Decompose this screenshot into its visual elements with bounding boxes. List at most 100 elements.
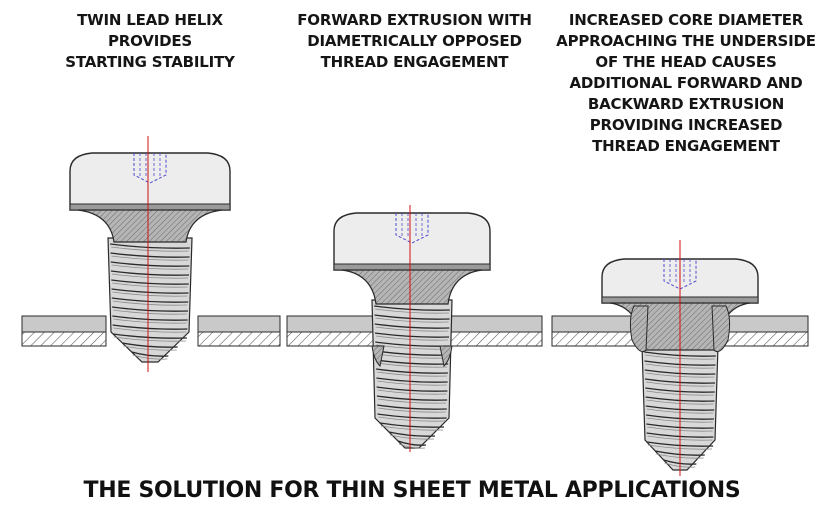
thread-shade <box>376 353 448 359</box>
sheet-lower-left <box>286 331 375 347</box>
caption-line: BACKWARD EXTRUSION <box>587 95 785 113</box>
thread-shade <box>375 326 449 332</box>
thread-line <box>376 395 448 401</box>
thread-line <box>111 279 189 285</box>
thread-shade <box>111 264 189 270</box>
sheet-upper-right <box>449 315 543 333</box>
sheet-lower-left <box>21 331 107 347</box>
thread-shade <box>380 425 444 431</box>
thread-line <box>377 413 447 419</box>
thread-shade <box>113 327 187 333</box>
thread-shade <box>378 416 446 422</box>
caption-line: THREAD ENGAGEMENT <box>320 53 509 71</box>
thread-shade <box>377 380 447 386</box>
caption-line: PROVIDING INCREASED <box>589 116 783 134</box>
thread-line <box>374 323 450 329</box>
hex-socket <box>133 153 167 184</box>
extrusion-neck <box>77 209 223 243</box>
caption-twin-lead-helix: TWIN LEAD HELIX PROVIDES STARTING STABIL… <box>55 10 245 73</box>
thread-line <box>110 252 190 258</box>
thread-shade <box>377 371 447 377</box>
thread-line <box>397 440 427 446</box>
thread-shade <box>111 246 189 252</box>
screw-3-core-diameter <box>551 240 809 476</box>
thread-shade <box>132 354 168 360</box>
thread-shade <box>111 273 189 279</box>
thread-line <box>374 332 450 338</box>
thread-line <box>374 305 450 311</box>
thread-shade <box>112 282 188 288</box>
screw-head <box>333 212 491 305</box>
sheet-lower-left <box>551 331 643 347</box>
thread-shade <box>375 317 449 323</box>
thread-line <box>375 368 448 374</box>
screw-shank <box>371 299 453 449</box>
thread-line <box>375 359 449 365</box>
footer-title: THE SOLUTION FOR THIN SHEET METAL APPLIC… <box>83 478 741 503</box>
thread-line <box>112 333 187 339</box>
thread-line <box>379 422 445 428</box>
thread-line <box>377 404 447 410</box>
sheet-upper-left <box>551 315 643 333</box>
screw-2-extrusion <box>286 205 543 452</box>
thread-shade <box>398 443 426 449</box>
caption-line: APPROACHING THE UNDERSIDE <box>556 32 816 50</box>
thread-shade <box>376 362 448 368</box>
extrusion-lip-left <box>629 305 649 353</box>
screw-shank <box>107 237 193 363</box>
head-outline <box>333 212 491 271</box>
sheet-upper-right <box>197 315 281 333</box>
thread-line <box>110 243 190 249</box>
screw-head <box>69 152 231 243</box>
caption-line: STARTING STABILITY <box>65 53 235 71</box>
caption-line: TWIN LEAD HELIX <box>77 11 223 29</box>
caption-line: THREAD ENGAGEMENT <box>592 137 780 155</box>
sheet-lower-right <box>721 331 809 347</box>
thread-shade <box>377 389 447 395</box>
thread-line <box>131 351 169 357</box>
thread-shade <box>111 255 189 261</box>
head-underside <box>69 203 231 211</box>
thread-line <box>110 261 190 267</box>
thread-shade <box>375 308 449 314</box>
sheet-lower-right <box>449 331 543 347</box>
thread-line <box>112 315 188 321</box>
hex-socket <box>663 259 697 290</box>
thread-shade <box>113 309 187 315</box>
caption-line: INCREASED CORE DIAMETER <box>568 11 804 29</box>
caption-line: ADDITIONAL FORWARD AND <box>569 74 803 92</box>
thread-shade <box>378 407 446 413</box>
head-outline <box>69 152 231 211</box>
caption-line: DIAMETRICALLY OPPOSED <box>307 32 522 50</box>
extrusion-lip-right <box>439 345 453 368</box>
thread-shade <box>112 291 188 297</box>
thread-line <box>111 306 188 312</box>
sheet-lower-right <box>197 331 281 347</box>
extrusion-lip-right <box>711 305 731 353</box>
thread-line <box>376 386 448 392</box>
thread-line <box>110 270 190 276</box>
thread-shade <box>377 398 447 404</box>
sheet-upper-right <box>721 315 809 333</box>
caption-line: PROVIDES <box>108 32 192 50</box>
hex-socket <box>395 213 429 244</box>
thread-shade <box>114 336 186 342</box>
thread-line <box>111 297 189 303</box>
caption-line: OF THE HEAD CAUSES <box>595 53 777 71</box>
sheet-metal-section <box>21 315 281 347</box>
thread-line <box>388 431 436 437</box>
sheet-upper-left <box>21 315 107 333</box>
thread-line <box>122 342 178 348</box>
thread-shade <box>389 434 435 440</box>
caption-forward-extrusion: FORWARD EXTRUSION WITH DIAMETRICALLY OPP… <box>292 10 537 73</box>
thread-shade <box>375 335 449 341</box>
thread-line <box>111 288 189 294</box>
screw-1-starting <box>21 136 281 372</box>
head-underside <box>333 263 491 271</box>
sheet-upper-left <box>286 315 375 333</box>
caption-line: FORWARD EXTRUSION WITH <box>297 11 532 29</box>
thread-shade <box>123 345 177 351</box>
thread-shade <box>112 300 188 306</box>
thread-line <box>112 324 188 330</box>
